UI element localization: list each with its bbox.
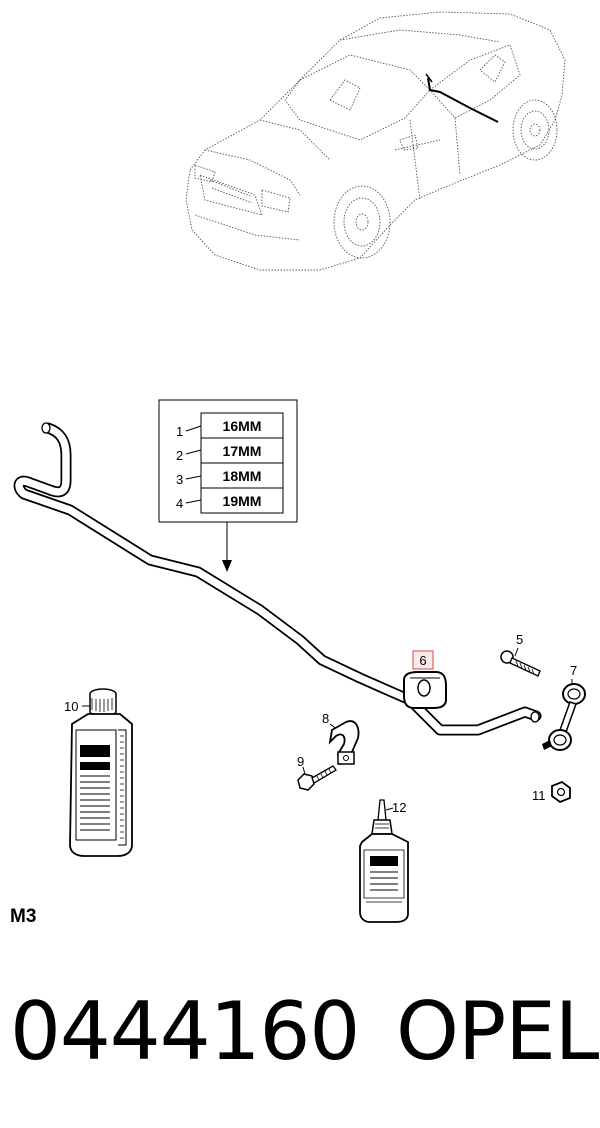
grease-bottle-part-12[interactable]: 12	[359, 799, 409, 923]
callout-10: 10	[64, 699, 78, 714]
size-value-18: 18MM	[223, 468, 262, 484]
page-code: M3	[10, 906, 37, 927]
car-location-marker-tick	[425, 73, 433, 83]
size-value-16: 16MM	[223, 418, 262, 434]
size-value-19: 19MM	[223, 493, 262, 509]
callout-7: 7	[570, 663, 577, 678]
callout-9: 9	[297, 754, 304, 769]
size-ref-1: 1	[176, 424, 183, 439]
callout-5: 5	[516, 632, 523, 647]
size-value-17: 17MM	[223, 443, 262, 459]
size-ref-2: 2	[176, 448, 183, 463]
callout-8: 8	[322, 711, 329, 726]
clamp-part-8[interactable]: 8	[322, 711, 360, 766]
stabilizer-bar	[13, 422, 542, 736]
car-illustration	[185, 11, 566, 271]
callout-12: 12	[392, 800, 406, 815]
size-ref-3: 3	[176, 472, 183, 487]
size-ref-4: 4	[176, 496, 183, 511]
footer-caption: 0444160 OPEL	[0, 985, 600, 1085]
nut-part-11[interactable]: 11	[532, 780, 571, 804]
brand-name: OPEL	[396, 985, 599, 1078]
size-table: 1 2 3 4 16MM 17MM 18MM 19MM	[158, 399, 298, 572]
fluid-bottle-part-10[interactable]: 10	[64, 688, 133, 857]
part-number: 0444160	[10, 985, 360, 1078]
car-location-marker	[427, 77, 499, 123]
callout-11: 11	[532, 788, 546, 803]
callout-6: 6	[419, 653, 426, 668]
bolt-part-9[interactable]: 9	[297, 754, 337, 791]
bolt-part-5[interactable]: 5	[500, 632, 541, 677]
link-rod-part-7[interactable]: 7	[542, 663, 586, 751]
bushing-part-6[interactable]: 6	[403, 650, 447, 709]
